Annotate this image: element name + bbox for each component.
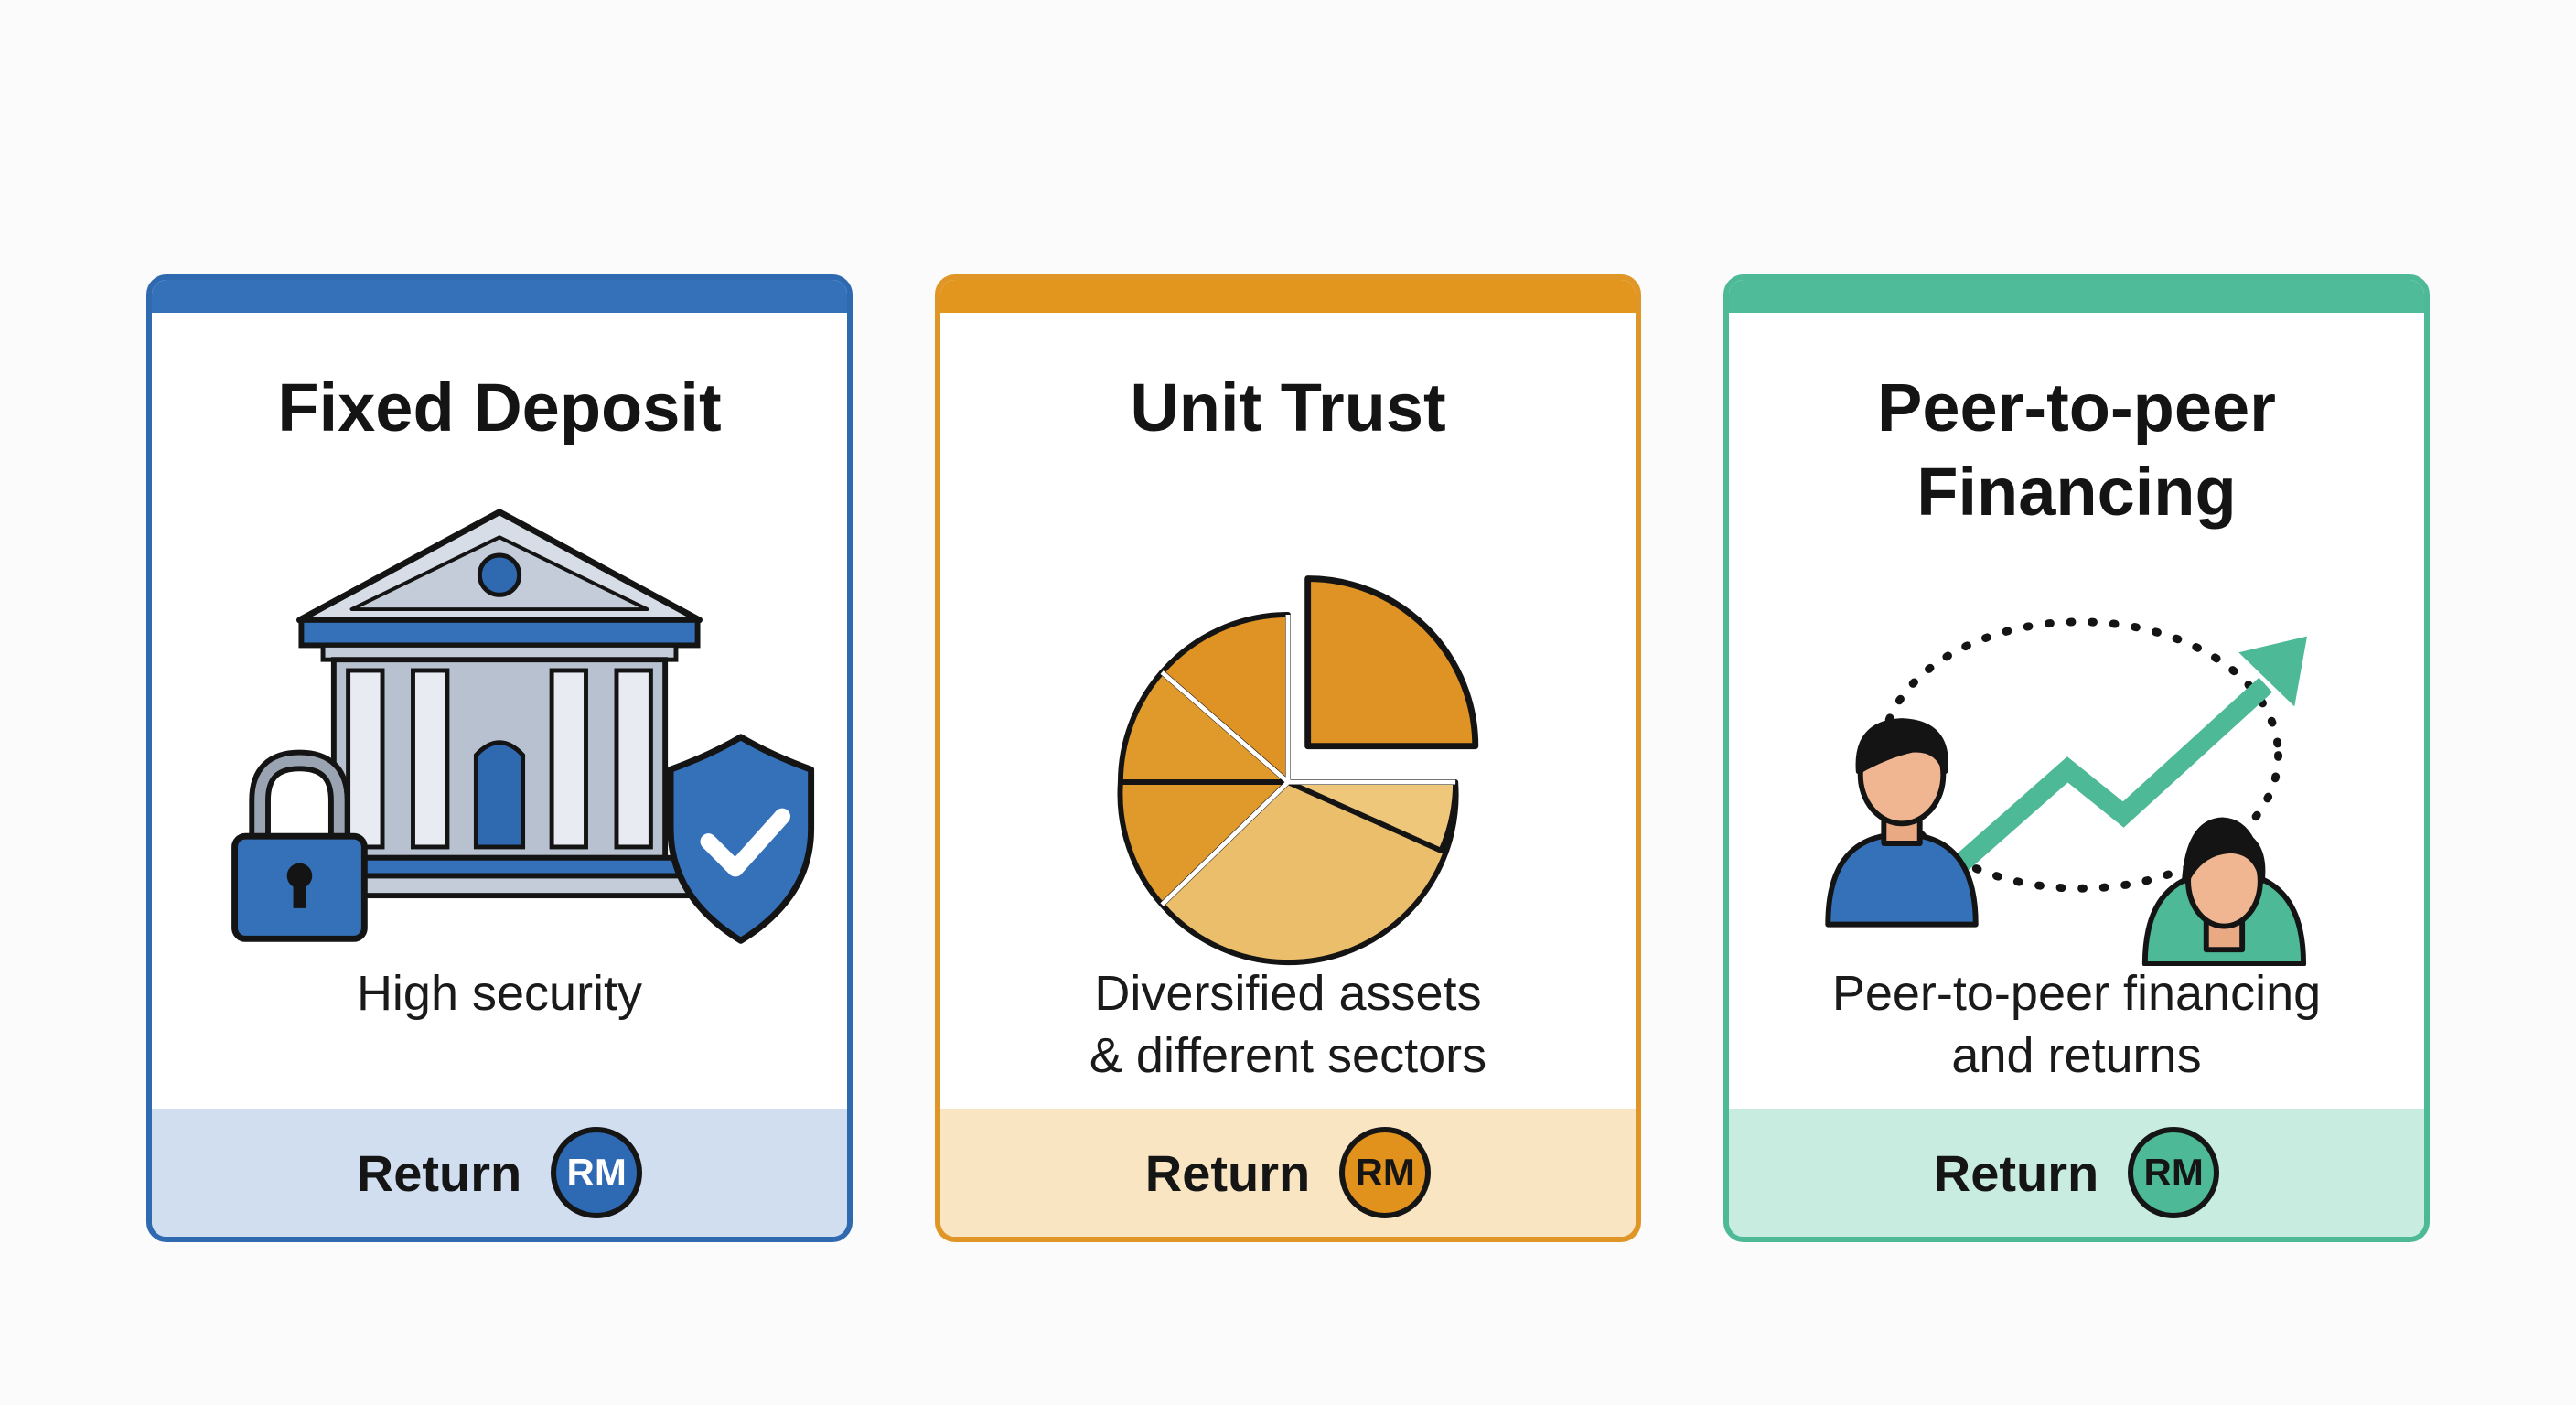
fixed-deposit-card: Fixed Deposit (146, 274, 853, 1242)
bank-lock-shield-icon (152, 490, 847, 966)
description-line: & different sectors (1089, 1028, 1487, 1083)
rm-badge: RM (1339, 1127, 1432, 1218)
description-line: and returns (1951, 1028, 2202, 1083)
return-footer: Return RM (940, 1109, 1636, 1237)
card-title: Peer-to-peer Financing (1729, 366, 2424, 534)
return-label: Return (1933, 1143, 2099, 1202)
card-description: Diversified assets & different sectors (940, 962, 1636, 1087)
return-label: Return (356, 1143, 522, 1202)
return-label: Return (1144, 1143, 1311, 1202)
return-footer: Return RM (1729, 1109, 2424, 1237)
rm-badge: RM (551, 1127, 643, 1218)
title-line: Financing (1916, 454, 2237, 530)
description-line: Diversified assets (1094, 966, 1482, 1021)
pie-chart-icon (940, 490, 1636, 966)
description-line: Peer-to-peer financing (1831, 966, 2322, 1021)
card-description: High security (152, 962, 847, 1024)
card-accent-bar (152, 280, 847, 313)
card-accent-bar (1729, 280, 2424, 313)
return-footer: Return RM (152, 1109, 847, 1237)
rm-badge: RM (2128, 1127, 2220, 1218)
people-growth-arrow-icon (1729, 490, 2424, 966)
card-title: Unit Trust (1130, 370, 1446, 445)
unit-trust-card: Unit Trust Diver (935, 274, 1641, 1242)
description-line: High security (356, 966, 643, 1021)
card-title: Fixed Deposit (277, 370, 722, 445)
card-description: Peer-to-peer financing and returns (1729, 962, 2424, 1087)
p2p-financing-card: Peer-to-peer Financing (1723, 274, 2430, 1242)
title-line: Peer-to-peer (1877, 370, 2276, 445)
card-accent-bar (940, 280, 1636, 313)
